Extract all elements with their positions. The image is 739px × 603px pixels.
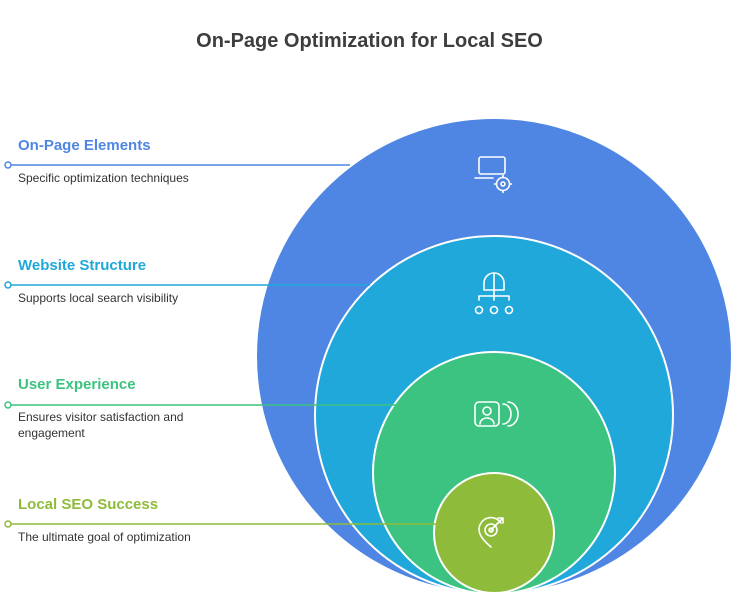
target-pin-icon — [478, 516, 504, 548]
connector-user-experience — [4, 401, 398, 409]
connector-on-page-elements — [4, 161, 350, 169]
layer-description: Supports local search visibility — [18, 291, 179, 305]
sitemap-icon — [474, 272, 514, 315]
layer-label-user-experience: User Experience Ensures visitor satisfac… — [18, 376, 258, 441]
diagram-title: On-Page Optimization for Local SEO — [196, 30, 543, 52]
layer-title: User Experience — [18, 376, 136, 393]
circle-local-seo-success — [433, 472, 555, 594]
layer-title: Website Structure — [18, 257, 147, 274]
layer-title: On-Page Elements — [18, 137, 151, 154]
layer-title: Local SEO Success — [18, 496, 159, 513]
layer-description: The ultimate goal of optimization — [18, 530, 191, 544]
connector-local-seo-success — [4, 520, 440, 528]
layer-label-website-structure: Website Structure Supports local search … — [18, 257, 258, 306]
laptop-gear-icon — [474, 156, 513, 194]
user-profile-icon — [474, 401, 519, 427]
layer-label-local-seo-success: Local SEO Success The ultimate goal of o… — [18, 496, 258, 545]
layer-label-on-page-elements: On-Page Elements Specific optimization t… — [18, 137, 258, 186]
layer-description: Ensures visitor satisfaction and engagem… — [18, 410, 184, 440]
connector-website-structure — [4, 281, 370, 289]
layer-description: Specific optimization techniques — [18, 171, 189, 185]
